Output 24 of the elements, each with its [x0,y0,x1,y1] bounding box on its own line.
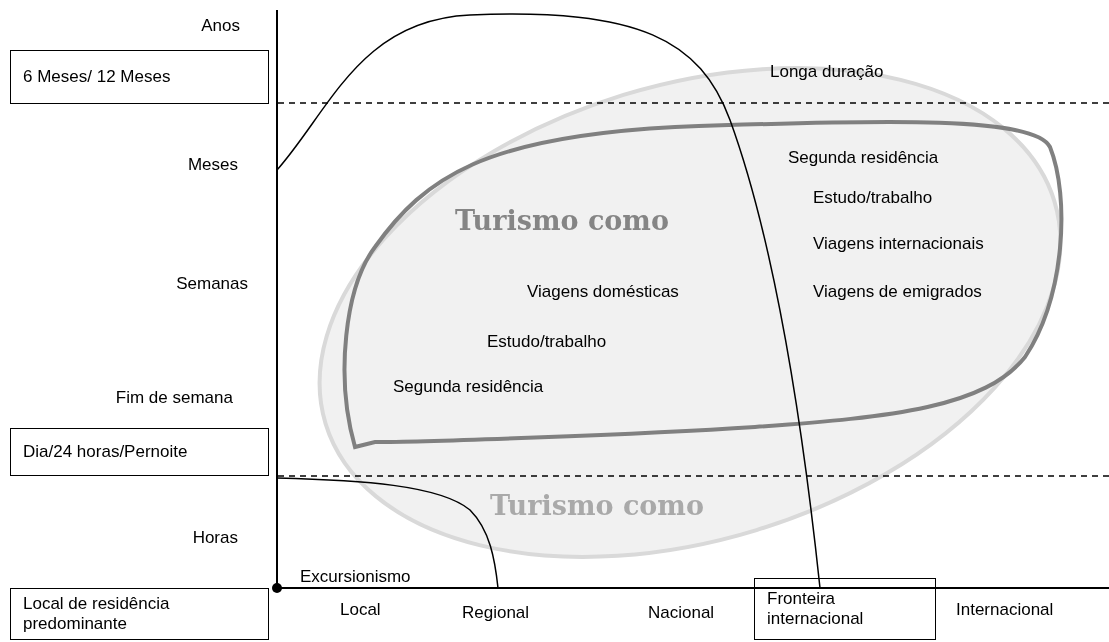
axis-label: Local [340,600,381,620]
text-box: Fronteira internacional [754,578,936,640]
axis-label: Regional [462,603,530,623]
axis-label: Viagens internacionais [813,234,984,254]
axis-label: Estudo/trabalho [487,332,607,352]
axis-label: Viagens de emigrados [813,282,982,302]
region-title: Turismo como [455,205,669,236]
axis-label: Segunda residência [393,377,544,397]
axis-label: Horas [192,528,238,548]
text-box: 6 Meses/ 12 Meses [10,50,269,104]
region-title: Turismo como [490,490,704,521]
axis-label: Viagens domésticas [527,282,679,302]
axis-label: Fim de semana [115,388,233,408]
axis-label: Semanas [176,274,248,294]
axis-label: Anos [201,16,240,36]
axis-label: Longa duração [770,62,884,82]
text-box: Dia/24 horas/Pernoite [10,428,269,476]
axis-label: Nacional [648,603,715,623]
axis-label: Internacional [956,600,1054,620]
axis-label: Excursionismo [300,567,411,587]
text-box: Local de residência predominante [10,588,269,640]
axis-label: Meses [187,155,238,175]
axis-label: Segunda residência [788,148,939,168]
axis-label: Estudo/trabalho [813,188,933,208]
